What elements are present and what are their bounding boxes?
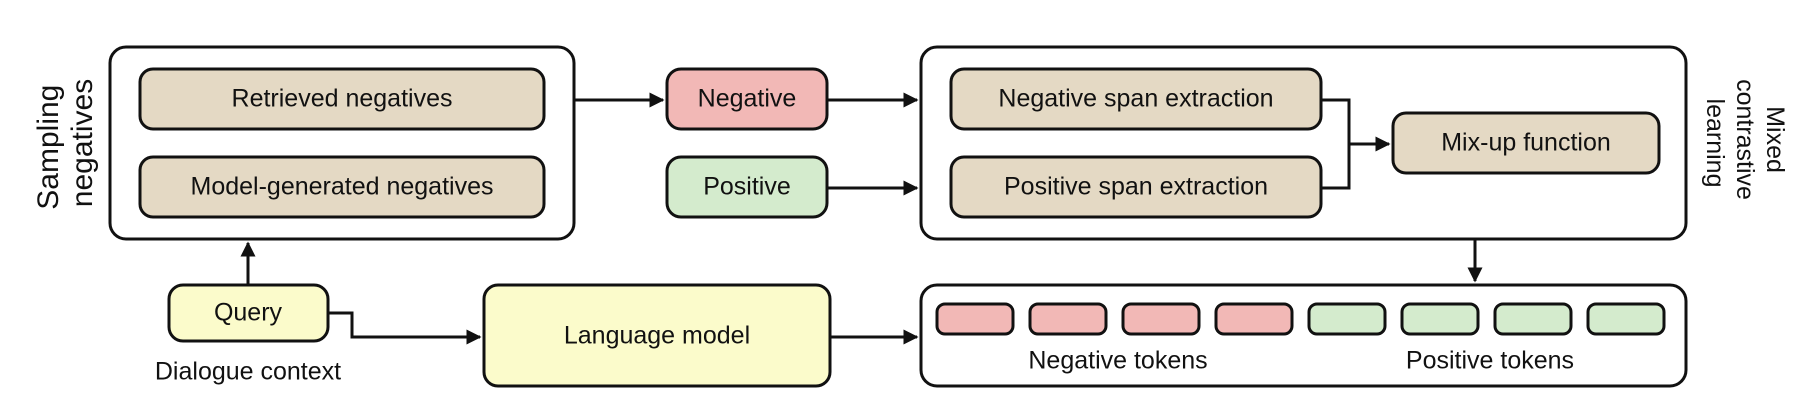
retrieved-negatives-label: Retrieved negatives — [232, 85, 453, 113]
sampling-negatives-label: Sampling negatives — [32, 76, 99, 209]
positive-token — [1493, 302, 1573, 336]
mixed-contrastive-label: Mixed contrastive learning — [1701, 79, 1789, 207]
model-generated-negatives-label: Model-generated negatives — [191, 173, 494, 201]
retrieved-negatives-box — [138, 67, 546, 131]
positive-token — [1400, 302, 1480, 336]
model-generated-negatives-box — [138, 155, 546, 219]
positive-tokens-label: Positive tokens — [1406, 347, 1574, 375]
positive-token — [1586, 302, 1666, 336]
mixup-function-label: Mix-up function — [1441, 129, 1611, 157]
negative-span-extraction-label: Negative span extraction — [998, 85, 1273, 113]
language-model-label: Language model — [564, 322, 750, 350]
dialogue-context-label: Dialogue context — [155, 358, 341, 386]
mixup-function-box — [1391, 111, 1661, 175]
negative-token — [935, 302, 1015, 336]
query-label: Query — [214, 299, 283, 327]
negative-token — [1028, 302, 1108, 336]
negative-label: Negative — [698, 85, 797, 113]
arrow-query-to-language-model — [328, 311, 482, 345]
positive-token — [1307, 302, 1387, 336]
token-row — [935, 302, 1666, 336]
positive-span-extraction-label: Positive span extraction — [1004, 173, 1268, 201]
negative-token — [1121, 302, 1201, 336]
positive-label: Positive — [703, 173, 791, 201]
negative-token — [1214, 302, 1294, 336]
negative-tokens-label: Negative tokens — [1028, 347, 1207, 375]
